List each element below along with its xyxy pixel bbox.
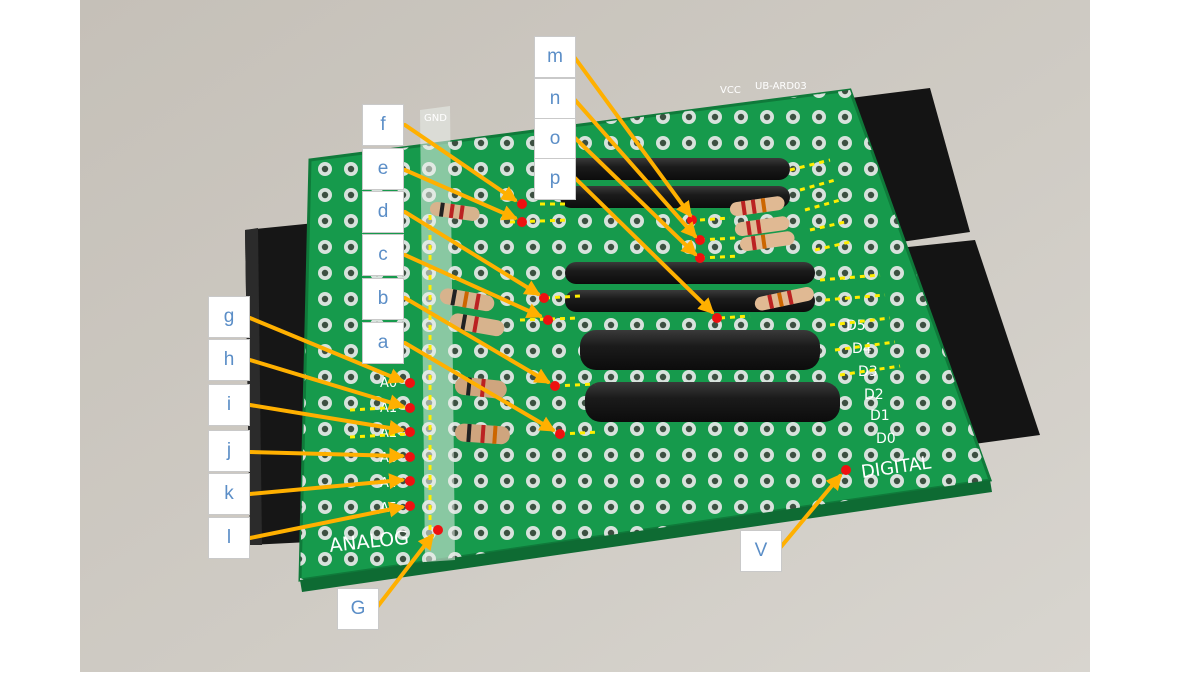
arrow-l (248, 501, 406, 540)
arrow-G (376, 533, 434, 608)
pin-label-d0: D0 (876, 431, 896, 447)
arrow-p (573, 176, 715, 315)
connection-dots (405, 199, 851, 535)
label-b: b (362, 278, 404, 320)
gnd-silk-text: GND (424, 113, 447, 124)
pin-label-a3: A3 (380, 451, 397, 466)
arrow-o (573, 136, 698, 257)
label-l: l (208, 517, 250, 559)
arrow-k (248, 473, 406, 496)
arrow-j (248, 447, 406, 464)
arrow-h (248, 358, 406, 410)
arrow-m (573, 56, 692, 218)
arrow-e (403, 168, 518, 221)
callout-arrows (248, 56, 843, 608)
arrow-g (248, 316, 405, 384)
arrow-f (403, 123, 518, 202)
pcb-edge (300, 480, 992, 592)
pin-label-d4: D4 (852, 341, 872, 357)
pin-label-d3: D3 (858, 364, 878, 380)
label-c: c (362, 234, 404, 276)
arrow-n (573, 98, 698, 239)
pin-label-d1: D1 (870, 408, 890, 424)
pin-label-d2: D2 (864, 387, 884, 403)
label-k: k (208, 473, 250, 515)
label-g: g (208, 296, 250, 338)
label-j: j (208, 430, 250, 472)
label-f: f (362, 104, 404, 146)
arrow-c (403, 253, 543, 319)
label-d: d (362, 191, 404, 233)
dotted-guides (349, 158, 901, 545)
arrow-V (778, 473, 843, 550)
model-silk-text: UB-ARD03 (755, 81, 807, 92)
arrow-a (403, 341, 556, 432)
label-m: m (534, 36, 576, 78)
label-G: G (337, 588, 379, 630)
label-i: i (208, 384, 250, 426)
label-o: o (534, 118, 576, 160)
label-e: e (362, 148, 404, 190)
label-a: a (362, 322, 404, 364)
analog-strip (420, 106, 455, 562)
arrow-d (403, 210, 541, 296)
label-h: h (208, 339, 250, 381)
digital-pin-labels: D5 D4 D3 D2 D1 D0 (846, 318, 896, 447)
arrow-b (403, 296, 551, 384)
label-V: V (740, 530, 782, 572)
label-p: p (534, 158, 576, 200)
label-n: n (534, 78, 576, 120)
arrow-i (248, 403, 406, 436)
vcc-silk-text: VCC (720, 85, 741, 96)
